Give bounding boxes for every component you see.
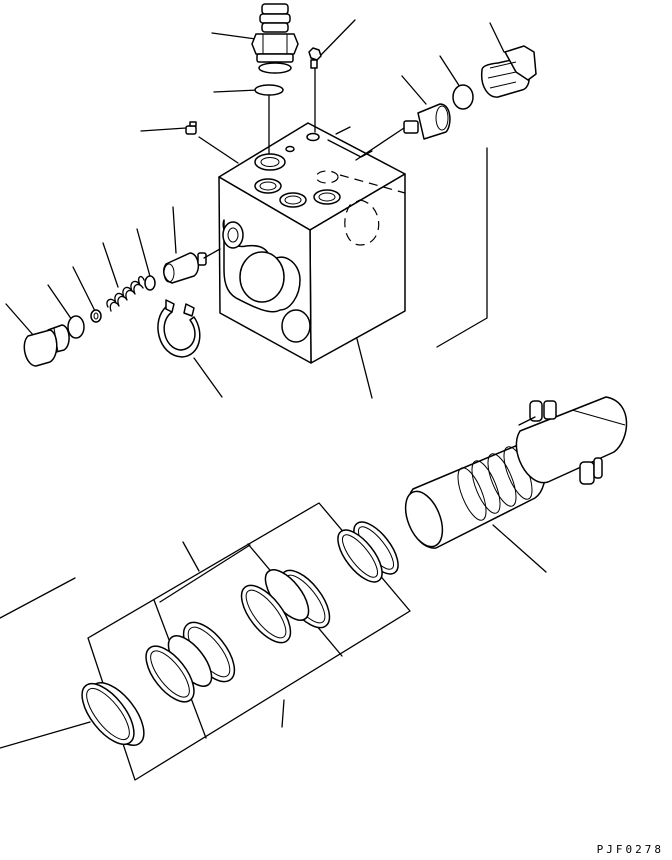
leader-line-seal-kit (183, 542, 199, 571)
piston-centerline (356, 128, 404, 160)
plug-right (482, 46, 536, 97)
hidden-port (316, 171, 338, 183)
seal-ring-2 (330, 523, 390, 589)
leader-line-o-ring-top (214, 90, 258, 92)
seat (145, 276, 155, 290)
valve (164, 253, 206, 283)
leader-line-snap-ring (194, 358, 222, 397)
leader-line-plug-left (6, 304, 34, 336)
leader-line-assembly (437, 148, 487, 347)
drawing-reference-code: PJF0278 (596, 843, 664, 856)
leader-line-seat (137, 229, 151, 280)
plug-small (186, 122, 196, 134)
seal-ring-set (72, 515, 406, 754)
flange-bore-small (223, 222, 243, 248)
leader-line-valve-body (356, 335, 372, 398)
o-ring-left (68, 316, 84, 338)
fitting-hex (252, 34, 298, 54)
valve-body-slot-edge (336, 127, 350, 134)
bleed-screw (309, 48, 321, 68)
o-ring-top (255, 85, 283, 95)
hidden-bore (345, 200, 379, 245)
leader-line-seal-kit-bottom (282, 700, 284, 727)
bracket-divider (160, 545, 250, 602)
spring (107, 277, 144, 311)
seal-ring-5 (232, 577, 299, 650)
snap-ring (158, 306, 200, 357)
port-top-1 (255, 154, 285, 170)
leader-line-spring (103, 243, 118, 287)
leader-line-bleed-screw (318, 20, 355, 58)
spool (398, 397, 626, 552)
o-ring-right (453, 85, 473, 109)
leader-line-washer (73, 267, 95, 311)
leader-line-fitting (212, 33, 256, 39)
leader-line-plug-right (490, 23, 504, 52)
leader-line-plug-small (141, 128, 186, 131)
leader-line-valve (173, 207, 176, 253)
port-top-4 (314, 190, 340, 204)
valve-centerline (204, 249, 220, 258)
leader-line-seal-ring-bottom (0, 722, 90, 748)
leader-line-o-ring-right (440, 56, 460, 87)
bleed-port (307, 134, 319, 141)
leader-line-plug-small-2 (199, 137, 238, 163)
port-top-2 (255, 179, 281, 193)
flange-bore-large (240, 252, 284, 302)
port-top-3 (280, 193, 306, 207)
piston (404, 104, 450, 139)
plug-left (24, 325, 69, 366)
valve-body (219, 123, 405, 363)
top-fitting (252, 4, 298, 73)
spool-head (516, 397, 626, 483)
leader-lines (0, 20, 546, 748)
leader-line-seal-ring-left (0, 578, 75, 618)
leader-line-o-ring-left (48, 285, 72, 320)
washer (91, 310, 101, 322)
leader-line-piston (402, 76, 426, 104)
pin-port (286, 147, 294, 152)
leader-line-spool (493, 525, 546, 572)
flange-bore-lower (282, 310, 310, 342)
seal-ring-8 (137, 638, 203, 710)
